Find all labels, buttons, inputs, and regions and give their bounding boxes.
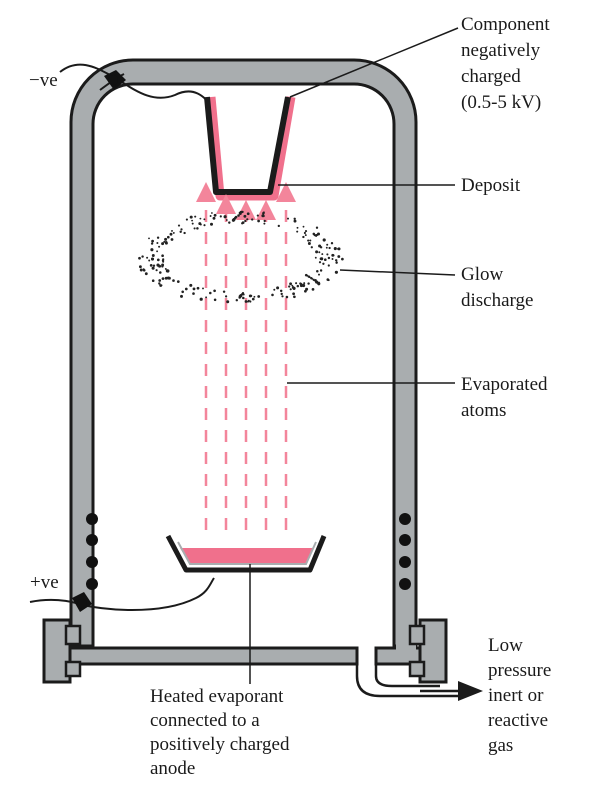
heated-evaporant-label: Heated evaporant connected to a positive… [150,686,294,779]
component-cup [204,96,291,195]
left-port-holes [86,513,98,590]
gas-outlet-pipe [355,648,462,698]
left-clamp [42,618,82,684]
minus-ve-label: −ve [29,70,58,91]
evaporated-atom-streams [196,182,296,530]
plus-ve-label: +ve [30,572,59,593]
deposit-label: Deposit [461,175,521,196]
gas-label: Low pressure inert or reactive gas [488,635,556,756]
right-port-holes [399,513,411,590]
base-plate [42,646,359,666]
right-clamp [408,618,448,684]
component-deposit [206,96,296,201]
evaporated-atoms-label: Evaporated atoms [461,374,552,421]
glow-discharge-cloud [138,210,344,304]
leader-lines [249,27,459,684]
evaporant-boat [165,534,327,573]
glow-discharge-label: Glow discharge [461,264,533,311]
evaporant-fill [180,548,314,564]
negative-wire [59,63,215,109]
positive-wire [29,577,215,611]
component-label: Component negatively charged (0.5-5 kV) [461,14,554,113]
